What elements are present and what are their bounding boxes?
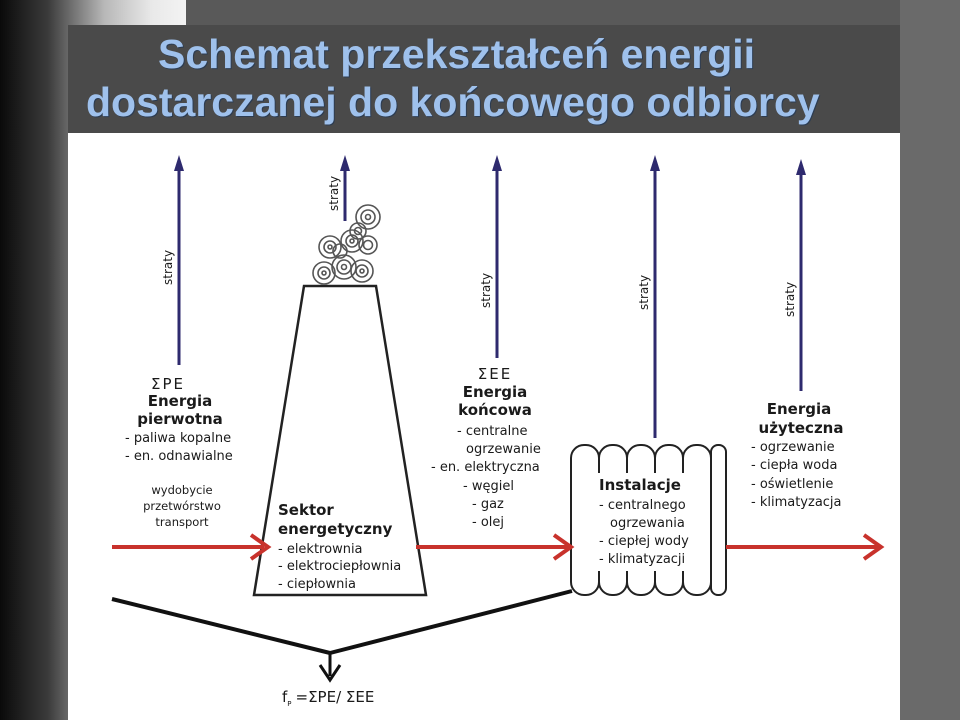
useful-heading-1: Energia xyxy=(767,400,832,418)
title-band xyxy=(68,25,900,133)
flow-arrow-3-head xyxy=(862,533,885,561)
loss-arrow-useful-head xyxy=(796,159,806,175)
radiator-icon xyxy=(570,444,727,596)
loss-arrow-final-head xyxy=(492,155,502,171)
process-item-3: transport xyxy=(155,515,209,529)
formula-subscript: P xyxy=(287,700,291,708)
useful-item-4: - klimatyzacja xyxy=(751,495,842,510)
loss-label-primary: straty xyxy=(161,250,175,285)
final-item-2: ogrzewanie xyxy=(466,442,541,457)
loss-arrow-installations-head xyxy=(650,155,660,171)
primary-heading-2: pierwotna xyxy=(137,410,223,428)
slide-title-line-1: Schemat przekształceń energii xyxy=(158,31,756,77)
process-item-2: przetwórstwo xyxy=(143,499,221,513)
energy-flow-arrows xyxy=(112,533,885,561)
sector-heading-1: Sektor xyxy=(278,501,334,519)
final-heading-1: Energia xyxy=(463,383,528,401)
sector-item-1: - elektrownia xyxy=(278,542,363,557)
final-item-5: - gaz xyxy=(472,497,504,512)
formula-connector xyxy=(111,589,573,683)
loss-arrow-primary-head xyxy=(174,155,184,171)
sector-item-3: - ciepłownia xyxy=(278,577,356,592)
useful-heading-2: użyteczna xyxy=(759,419,844,437)
installations-item-4: - klimatyzacji xyxy=(599,552,685,567)
primary-symbol: ΣPE xyxy=(151,375,185,393)
sector-item-2: - elektrociepłownia xyxy=(278,559,401,574)
final-item-1: - centralne xyxy=(457,424,527,439)
smoke-icon xyxy=(312,204,381,285)
loss-label-useful: straty xyxy=(783,282,797,317)
slide-title: Schemat przekształceń energii dostarczan… xyxy=(86,30,916,126)
loss-arrows xyxy=(174,155,806,438)
formula-f: f xyxy=(282,688,288,706)
slide-title-line-2: dostarczanej do końcowego odbiorcy xyxy=(86,79,820,125)
installations-item-2: ogrzewania xyxy=(610,516,685,531)
primary-item-1: - paliwa kopalne xyxy=(125,431,231,446)
flow-arrow-2-head xyxy=(552,533,575,561)
final-item-6: - olej xyxy=(472,515,504,530)
final-symbol: ΣEE xyxy=(478,365,512,383)
flow-arrow-1-head xyxy=(249,533,272,561)
installations-item-1: - centralnego xyxy=(599,498,686,513)
process-item-1: wydobycie xyxy=(151,483,212,497)
installations-item-3: - ciepłej wody xyxy=(599,534,689,549)
slide-background-edge xyxy=(900,0,960,720)
primary-heading-1: Energia xyxy=(148,392,213,410)
useful-item-1: - ogrzewanie xyxy=(751,440,835,455)
formula: fP =ΣPE/ ΣEE xyxy=(282,688,374,708)
chimney-shape xyxy=(252,284,428,597)
installations-heading: Instalacje xyxy=(599,476,681,494)
useful-item-3: - oświetlenie xyxy=(751,477,833,492)
final-heading-2: końcowa xyxy=(458,401,532,419)
loss-label-installations: straty xyxy=(637,275,651,310)
loss-label-sector: straty xyxy=(327,176,341,211)
final-item-4: - węgiel xyxy=(463,479,514,494)
loss-label-final: straty xyxy=(479,273,493,308)
energy-flow-diagram: straty straty straty straty straty xyxy=(111,155,885,708)
sector-heading-2: energetyczny xyxy=(278,520,393,538)
final-item-3: - en. elektryczna xyxy=(431,460,540,475)
energy-diagram-figure: straty straty straty straty straty xyxy=(68,133,900,720)
primary-item-2: - en. odnawialne xyxy=(125,449,233,464)
formula-rest: =ΣPE/ ΣEE xyxy=(296,688,375,706)
loss-arrow-sector-head xyxy=(340,155,350,171)
useful-item-2: - ciepła woda xyxy=(751,458,837,473)
